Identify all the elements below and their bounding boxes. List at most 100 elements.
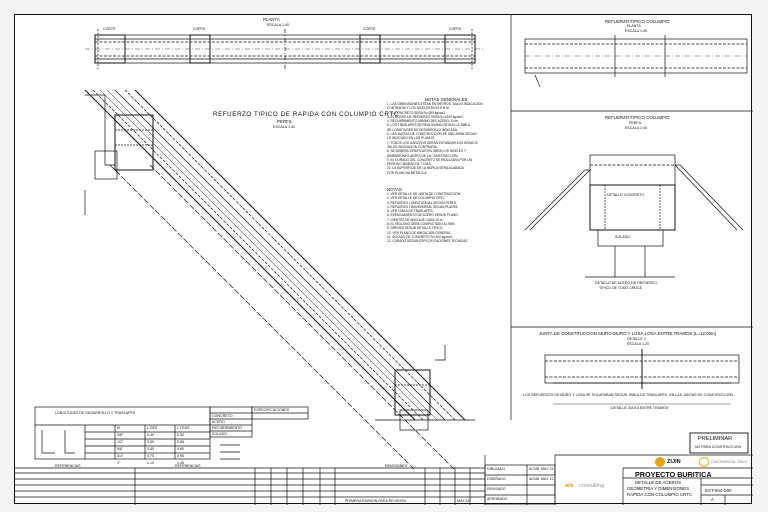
profile-scale: ESCALA 1:40	[273, 125, 295, 129]
lap-cell: 0.50	[147, 440, 154, 444]
section-note-line: 6. ESPACIAMIENTO DE ACERO SEGUN PLANO.	[387, 213, 459, 218]
signoff-initials: ACNB	[529, 477, 539, 481]
general-note-line: 3. EL ACERO DE REFUERZO SERA fy=4200 kg/…	[387, 114, 464, 119]
signoff-date: MAY 23	[541, 467, 554, 471]
section-note-line: 11. SOLADO DE CONCRETO f'c=100 kg/cm2.	[387, 234, 453, 239]
profile-title: REFUERZO TIPICO DE RAPIDA CON COLUMPIO C…	[213, 111, 399, 118]
lap-cell: 1.45	[177, 461, 184, 465]
general-note-line: 6. LAS JUNTAS DE CONSTRUCCION SE UBICARA…	[387, 132, 477, 137]
revision-date: MAY-23	[457, 499, 470, 503]
plan-cut-label: CORTE	[363, 27, 376, 31]
columpio-label: SOLADO	[615, 235, 630, 239]
section-note-line: 12. CURADO SEGUN ESPECIFICACIONES TECNIC…	[387, 239, 469, 244]
lap-cell: 0.60	[147, 447, 154, 451]
drawing-title-line: RAPIDA CON COLUMPIO CRTC	[627, 492, 693, 497]
continental-logo-icon	[699, 457, 709, 467]
general-notes-title: NOTAS GENERALES	[424, 97, 468, 102]
general-notes-list: 1. LAS DIMENSIONES ESTAN EN METROS, SALV…	[387, 102, 505, 175]
general-note-line: SALVO INDICACION CONTRARIA.	[387, 144, 438, 149]
general-note-line: 7. TODOS LOS GANCHOS SERAN ESTANDAR A 90…	[387, 140, 478, 145]
lap-cell: 3/4"	[117, 454, 124, 458]
section-note-line: 4. REFUERZO TRANSVERSAL SEGUN PLANTA.	[387, 204, 459, 209]
signoff-role: DIBUJADO	[487, 467, 506, 471]
plan-cut-label: CORTE	[103, 27, 116, 31]
columpio-caption: DETALLE DE ACERO DE REFUERZO	[595, 281, 658, 285]
lap-col-header: Ø	[117, 426, 120, 430]
section-notes: NOTAS 1. VER DETALLE DE JUNTA DE CONSTRU…	[387, 187, 505, 244]
signoff-role: REVISADO	[487, 487, 506, 491]
columpio-profile-subtitle: PERFIL	[629, 121, 642, 125]
general-note-line: 4. RECUBRIMIENTO MINIMO DEL ACERO: 5 cm.	[387, 119, 459, 124]
general-note-line: 5. LOS TRASLAPES SE REALIZARAN SEGUN LA …	[387, 123, 471, 128]
signoff-initials: ACNB	[529, 467, 539, 471]
general-note-line: 8. SE DEBERA VERIFICAR EN OBRA LOS NIVEL…	[387, 149, 467, 154]
general-note-line: LO INDICADO EN LOS PLANOS.	[387, 136, 436, 141]
general-note-line: 2. EL CONCRETO SERA f'c=280 kg/cm2.	[387, 110, 446, 115]
arb-logo-text: arb	[565, 483, 574, 489]
lap-cell: 0.75	[147, 454, 154, 458]
lap-cell: 0.40	[147, 433, 154, 437]
columpio-profile-scale: ESCALA 1:40	[625, 126, 647, 130]
legend-row: SOLADO	[212, 432, 227, 436]
lap-cell: 1.10	[147, 461, 154, 465]
lap-cell: 1"	[117, 461, 121, 465]
general-note-line: CON PLANCHA METALICA.	[387, 170, 428, 175]
consulting-logo-text: consulting	[579, 483, 605, 489]
general-notes: NOTAS GENERALES 1. LAS DIMENSIONES ESTAN…	[387, 97, 505, 175]
general-note-line: CONTRARIA Y LOS NIVELES EN M.S.N.M.	[387, 106, 450, 111]
legend-row: RECUBRIMIENTO	[212, 426, 243, 430]
plan-cut-label: CORTE	[193, 27, 206, 31]
project-title: PROYECTO BURITICA	[635, 470, 712, 479]
general-note-line: PERIODO MINIMO DE 7 DIAS.	[387, 162, 432, 167]
drawing-title-line: DETALLE DE ACEROS	[635, 480, 682, 485]
lap-cell: 1/2"	[117, 440, 124, 444]
general-note-line: 10. LA SUPERFICIE DE LA RAPIDA SERA ACAB…	[387, 166, 464, 171]
section-notes-title: NOTAS	[387, 187, 402, 192]
revisions-header: REFERENCIAS	[55, 464, 81, 468]
signoff-role: DISEÑADO	[487, 477, 506, 481]
lap-col-header: L DES	[147, 426, 158, 430]
zijin-logo-icon	[655, 457, 665, 467]
joint-scale: ESCALA 1:20	[627, 342, 649, 346]
lap-cell: 0.65	[177, 440, 184, 444]
columpio-plan-title: REFUERZO TIPICO COLUMPIO	[605, 19, 670, 24]
section-note-line: 3. REFUERZO LONGITUDINAL SEGUN PERFIL.	[387, 200, 458, 205]
plan-cut-label: CORTE	[449, 27, 462, 31]
lap-cell: 3/8"	[117, 433, 124, 437]
lap-cell: 0.80	[177, 447, 184, 451]
lap-cell: 5/8"	[117, 447, 124, 451]
preliminar-stamp: PRELIMINAR	[698, 436, 733, 442]
legend-row: ACERO	[212, 420, 225, 424]
section-note-line: 5. VER TABLA DE TRASLAPES.	[387, 209, 434, 214]
columpio-plan-scale: ESCALA 1:40	[625, 29, 647, 33]
revision-description: PRIMERA EMISION PARA REVISION	[345, 499, 406, 503]
section-note-line: 8. EL RELLENO SERA COMPACTADO AL 95%.	[387, 222, 456, 227]
joint-subtitle: DETALLE 2	[627, 337, 646, 341]
continental-logo-text: CONTINENTAL GOLD	[711, 460, 748, 464]
drawing-title-line: GEOMETRIA Y DIMENSIONES	[627, 486, 690, 491]
drawing-code: EST-004-D00	[705, 488, 732, 493]
section-note-line: 7. DIENTES DE ANCLAJE CADA 10 m.	[387, 217, 444, 222]
section-note-line: 9. DRENES SEGUN DETALLE TIPICO.	[387, 226, 444, 231]
general-note-line: 1. LAS DIMENSIONES ESTAN EN METROS, SALV…	[387, 102, 483, 106]
plan-scale: ESCALA 1:40	[267, 23, 289, 27]
zijin-logo-text: ZIJIN	[667, 459, 681, 465]
section-note-line: 2. VER DETALLE DE COLUMPIO CRTC.	[387, 196, 446, 201]
revisions-header: REFERENCIAS	[175, 464, 201, 468]
signoff-role: APROBADO	[487, 497, 508, 501]
plan-title: PLANTA	[263, 17, 280, 22]
revision-letter: A	[711, 497, 714, 502]
joint-caption: DETALLE JUNTA ENTRE TRAMOS	[611, 406, 669, 410]
drawing-linework	[15, 15, 753, 505]
section-notes-list: 1. VER DETALLE DE JUNTA DE CONSTRUCCION.…	[387, 192, 505, 244]
legend-row: CONCRETO	[212, 414, 233, 418]
general-note-line: 9. EL CURADO DEL CONCRETO SE REALIZARA P…	[387, 157, 472, 162]
revisions-header: REVISIONES	[385, 464, 407, 468]
lap-cell: 0.50	[177, 433, 184, 437]
section-note-line: 1. VER DETALLE DE JUNTA DE CONSTRUCCION.	[387, 192, 462, 196]
profile-subtitle: PERFIL	[277, 119, 293, 124]
joint-title: JUNTA DE CONSTRUCCION MURO-MURO Y LOSA-L…	[539, 331, 717, 336]
section-note-line: 10. VER PLANO DE UBICACION GENERAL.	[387, 230, 452, 235]
preliminar-subtitle: NO PARA CONSTRUCCION	[695, 445, 742, 449]
joint-note: LOS REFUERZOS DE MURO Y LOSA SE SOLAPARA…	[523, 393, 734, 397]
